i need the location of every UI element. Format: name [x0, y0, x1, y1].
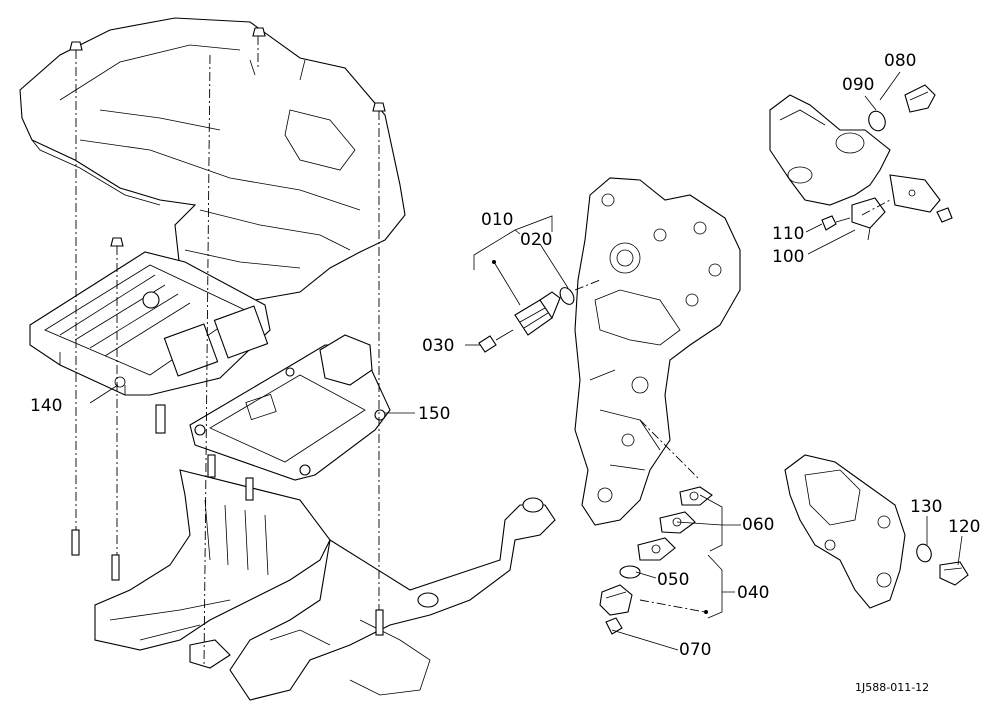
- label-030: 030: [422, 336, 454, 356]
- label-020: 020: [520, 230, 552, 250]
- label-060: 060: [742, 515, 774, 535]
- engine-block-housing: [574, 177, 741, 526]
- assembly-centerlines: [75, 36, 380, 666]
- ecu-controller: [29, 251, 271, 396]
- sensor-assembly-040: [599, 419, 713, 635]
- engine-top-cover: [19, 17, 406, 301]
- label-110: 110: [772, 224, 804, 244]
- label-130: 130: [910, 497, 942, 517]
- part-labels: 010 020 030 040 050 060 070 080 090 100 …: [30, 51, 980, 694]
- mounting-screws: [69, 27, 386, 636]
- label-100: 100: [772, 247, 804, 267]
- label-070: 070: [679, 640, 711, 660]
- sensor-assembly-010: [478, 260, 601, 353]
- mounting-bracket: [94, 469, 556, 701]
- figure-code: 1J588-011-12: [855, 681, 929, 694]
- label-120: 120: [948, 517, 980, 537]
- sensor-housing-lower: [784, 454, 969, 609]
- label-140: 140: [30, 396, 62, 416]
- label-080: 080: [884, 51, 916, 71]
- label-040: 040: [737, 583, 769, 603]
- ecu-mount-plate: [189, 334, 391, 481]
- label-090: 090: [842, 75, 874, 95]
- leader-lines: [89, 71, 963, 651]
- label-150: 150: [418, 404, 450, 424]
- label-050: 050: [657, 570, 689, 590]
- thermostat-housing: [769, 84, 953, 241]
- label-010: 010: [481, 210, 513, 230]
